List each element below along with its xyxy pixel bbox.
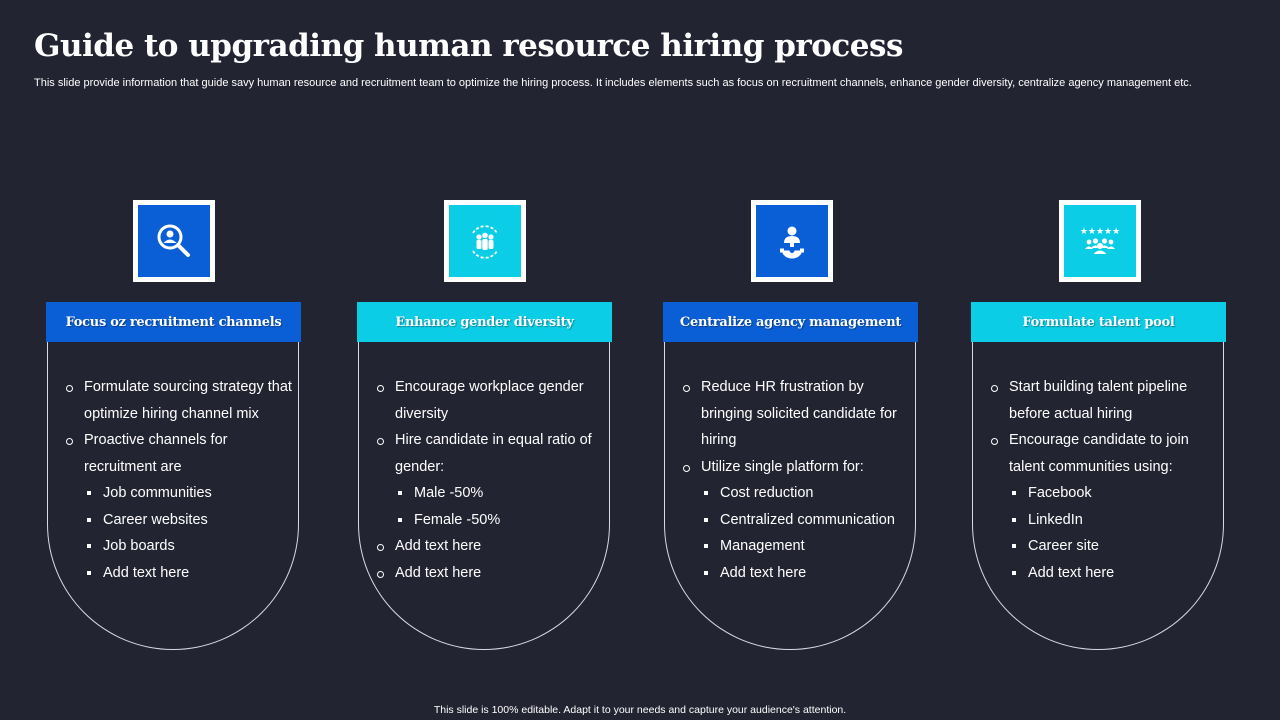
list-subitem: Career websites bbox=[64, 507, 292, 534]
list-subitem: LinkedIn bbox=[989, 507, 1217, 534]
list-subitem: Management bbox=[681, 533, 909, 560]
list-subitem: Add text here bbox=[681, 560, 909, 587]
list-subitem: Career site bbox=[989, 533, 1217, 560]
card-outline bbox=[47, 342, 299, 650]
icon-frame bbox=[133, 200, 215, 282]
list-item: Utilize single platform for: bbox=[681, 454, 909, 481]
card-header: Centralize agency management bbox=[663, 302, 918, 342]
list-subitem: Add text here bbox=[989, 560, 1217, 587]
list-item: Encourage candidate to join talent commu… bbox=[989, 427, 1217, 480]
column-recruitment-channels: Focus oz recruitment channels Formulate … bbox=[46, 200, 301, 652]
bullet-list: Start building talent pipeline before ac… bbox=[989, 374, 1217, 586]
footer-note: This slide is 100% editable. Adapt it to… bbox=[433, 704, 847, 716]
card-outline bbox=[972, 342, 1224, 650]
column-talent-pool: ★★★★★ Formulate talent pool Start buildi… bbox=[971, 200, 1226, 652]
search-person-icon bbox=[138, 205, 210, 277]
list-subitem: Female -50% bbox=[375, 507, 603, 534]
svg-text:★★★★★: ★★★★★ bbox=[1080, 227, 1120, 237]
list-item: Add text here bbox=[375, 533, 603, 560]
icon-frame bbox=[444, 200, 526, 282]
list-subitem: Cost reduction bbox=[681, 480, 909, 507]
list-item: Add text here bbox=[375, 560, 603, 587]
list-item: Formulate sourcing strategy that optimiz… bbox=[64, 374, 292, 427]
card-outline bbox=[664, 342, 916, 650]
bullet-list: Reduce HR frustration by bringing solici… bbox=[681, 374, 909, 586]
list-item: Start building talent pipeline before ac… bbox=[989, 374, 1217, 427]
slide-description: This slide provide information that guid… bbox=[34, 77, 1192, 89]
list-subitem: Job boards bbox=[64, 533, 292, 560]
card-header: Enhance gender diversity bbox=[357, 302, 612, 342]
talent-rating-icon: ★★★★★ bbox=[1064, 205, 1136, 277]
slide-title: Guide to upgrading human resource hiring… bbox=[34, 28, 903, 64]
list-subitem: Add text here bbox=[64, 560, 292, 587]
column-agency-management: Centralize agency management Reduce HR f… bbox=[663, 200, 918, 652]
card-outline bbox=[358, 342, 610, 650]
card-header: Formulate talent pool bbox=[971, 302, 1226, 342]
list-subitem: Facebook bbox=[989, 480, 1217, 507]
list-subitem: Job communities bbox=[64, 480, 292, 507]
icon-frame: ★★★★★ bbox=[1059, 200, 1141, 282]
column-gender-diversity: Enhance gender diversity Encourage workp… bbox=[357, 200, 612, 652]
icon-frame bbox=[751, 200, 833, 282]
list-subitem: Centralized communication bbox=[681, 507, 909, 534]
manager-gear-icon bbox=[756, 205, 828, 277]
bullet-list: Formulate sourcing strategy that optimiz… bbox=[64, 374, 292, 586]
bullet-list: Encourage workplace gender diversity Hir… bbox=[375, 374, 603, 586]
card-header: Focus oz recruitment channels bbox=[46, 302, 301, 342]
list-item: Hire candidate in equal ratio of gender: bbox=[375, 427, 603, 480]
diversity-group-icon bbox=[449, 205, 521, 277]
list-subitem: Male -50% bbox=[375, 480, 603, 507]
list-item: Encourage workplace gender diversity bbox=[375, 374, 603, 427]
list-item: Reduce HR frustration by bringing solici… bbox=[681, 374, 909, 454]
list-item: Proactive channels for recruitment are bbox=[64, 427, 292, 480]
